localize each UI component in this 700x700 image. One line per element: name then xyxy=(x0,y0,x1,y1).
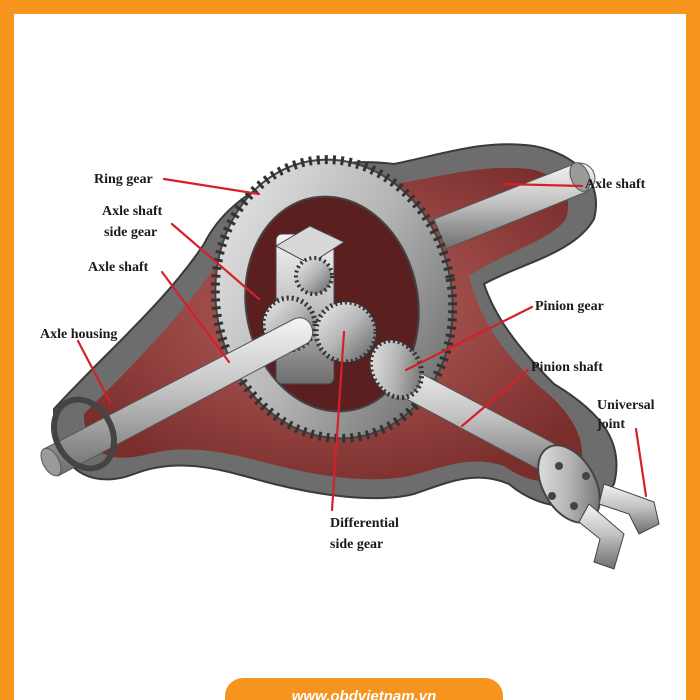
leader-lines xyxy=(76,177,648,512)
leader-differential-side-gear xyxy=(330,330,346,512)
leader-pinion-shaft xyxy=(460,368,530,428)
website-banner: www.obdvietnam.vn xyxy=(225,678,503,700)
label-axle-shaft-left: Axle shaft xyxy=(88,260,149,275)
label-axle-shaft-right: Axle shaft xyxy=(585,177,646,192)
label-universal-joint-line2: joint xyxy=(596,417,625,432)
leader-universal-joint xyxy=(634,427,648,498)
label-differential-side-gear-line2: side gear xyxy=(330,537,383,552)
pinion-shaft-shape xyxy=(367,337,582,484)
leader-axle-shaft-right xyxy=(502,182,584,188)
leader-pinion-gear xyxy=(404,305,534,372)
label-axle-shaft-side-gear-line1: Axle shaft xyxy=(102,204,163,219)
leader-ring-gear xyxy=(162,177,261,196)
axle-shaft-left-shape xyxy=(40,317,314,477)
leader-axle-housing xyxy=(76,339,112,404)
label-differential-side-gear-line1: Differential xyxy=(330,516,399,531)
leader-axle-shaft-side-gear xyxy=(170,222,261,301)
label-ring-gear: Ring gear xyxy=(94,172,153,187)
label-axle-housing: Axle housing xyxy=(40,327,117,342)
website-url: www.obdvietnam.vn xyxy=(291,687,437,700)
label-pinion-shaft: Pinion shaft xyxy=(531,360,603,375)
label-universal-joint-line1: Universal xyxy=(597,398,655,413)
leader-axle-shaft-left xyxy=(160,270,231,364)
universal-joint-shape xyxy=(537,444,660,570)
label-pinion-gear: Pinion gear xyxy=(535,299,604,314)
label-axle-shaft-side-gear-line2: side gear xyxy=(104,225,157,240)
differential-illustration: Ring gear Axle shaft Axle shaft side gea… xyxy=(40,143,660,570)
